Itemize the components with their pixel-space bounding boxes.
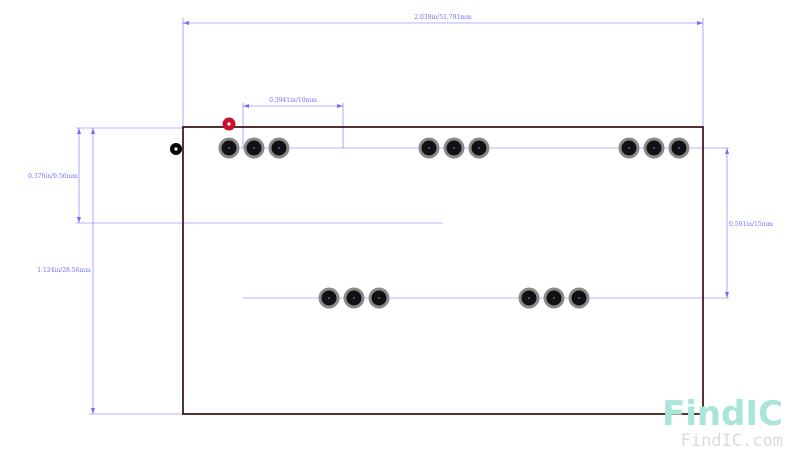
bottom-row-pad	[518, 287, 540, 309]
dimension-arrows	[77, 21, 729, 414]
watermark-url: FindIC.com	[681, 431, 783, 451]
arrow	[91, 408, 95, 414]
pitch-dimension-label: 0.3941in/10mm	[269, 97, 317, 104]
bottom-row-pad	[368, 287, 390, 309]
watermark-logo: FindIC	[662, 394, 783, 434]
top-row-pad	[243, 137, 265, 159]
bottom-row-pad	[543, 287, 565, 309]
origin-marker	[170, 143, 182, 155]
arrow	[337, 104, 343, 108]
arrow	[725, 292, 729, 298]
watermark: FindIC FindIC.com	[662, 394, 783, 451]
top-offset-dimension-label: 0.376in/9.56mm	[28, 173, 78, 180]
bottom-row-pad	[568, 287, 590, 309]
pads-group	[218, 137, 690, 309]
arrow	[77, 128, 81, 134]
height-dimension-label: 1.124in/28.56mm	[37, 267, 91, 274]
bottom-row-pad	[343, 287, 365, 309]
dimension-lines	[76, 18, 729, 415]
top-row-pad	[618, 137, 640, 159]
top-row-pad	[268, 137, 290, 159]
board-outline	[182, 126, 704, 415]
top-row-pad	[668, 137, 690, 159]
arrow	[183, 21, 189, 25]
top-row-pad	[443, 137, 465, 159]
row-spacing-dimension-label: 0.591in/15mm	[729, 221, 773, 228]
arrow	[91, 128, 95, 134]
top-row-pad	[218, 137, 240, 159]
arrow	[725, 148, 729, 154]
width-dimension-label: 2.039in/51.791mm	[414, 14, 472, 21]
pin1-marker	[222, 117, 236, 131]
arrow	[77, 217, 81, 223]
arrow	[697, 21, 703, 25]
top-row-pad	[643, 137, 665, 159]
bottom-row-pad	[318, 287, 340, 309]
top-row-pad	[468, 137, 490, 159]
arrow	[243, 104, 249, 108]
top-row-pad	[418, 137, 440, 159]
